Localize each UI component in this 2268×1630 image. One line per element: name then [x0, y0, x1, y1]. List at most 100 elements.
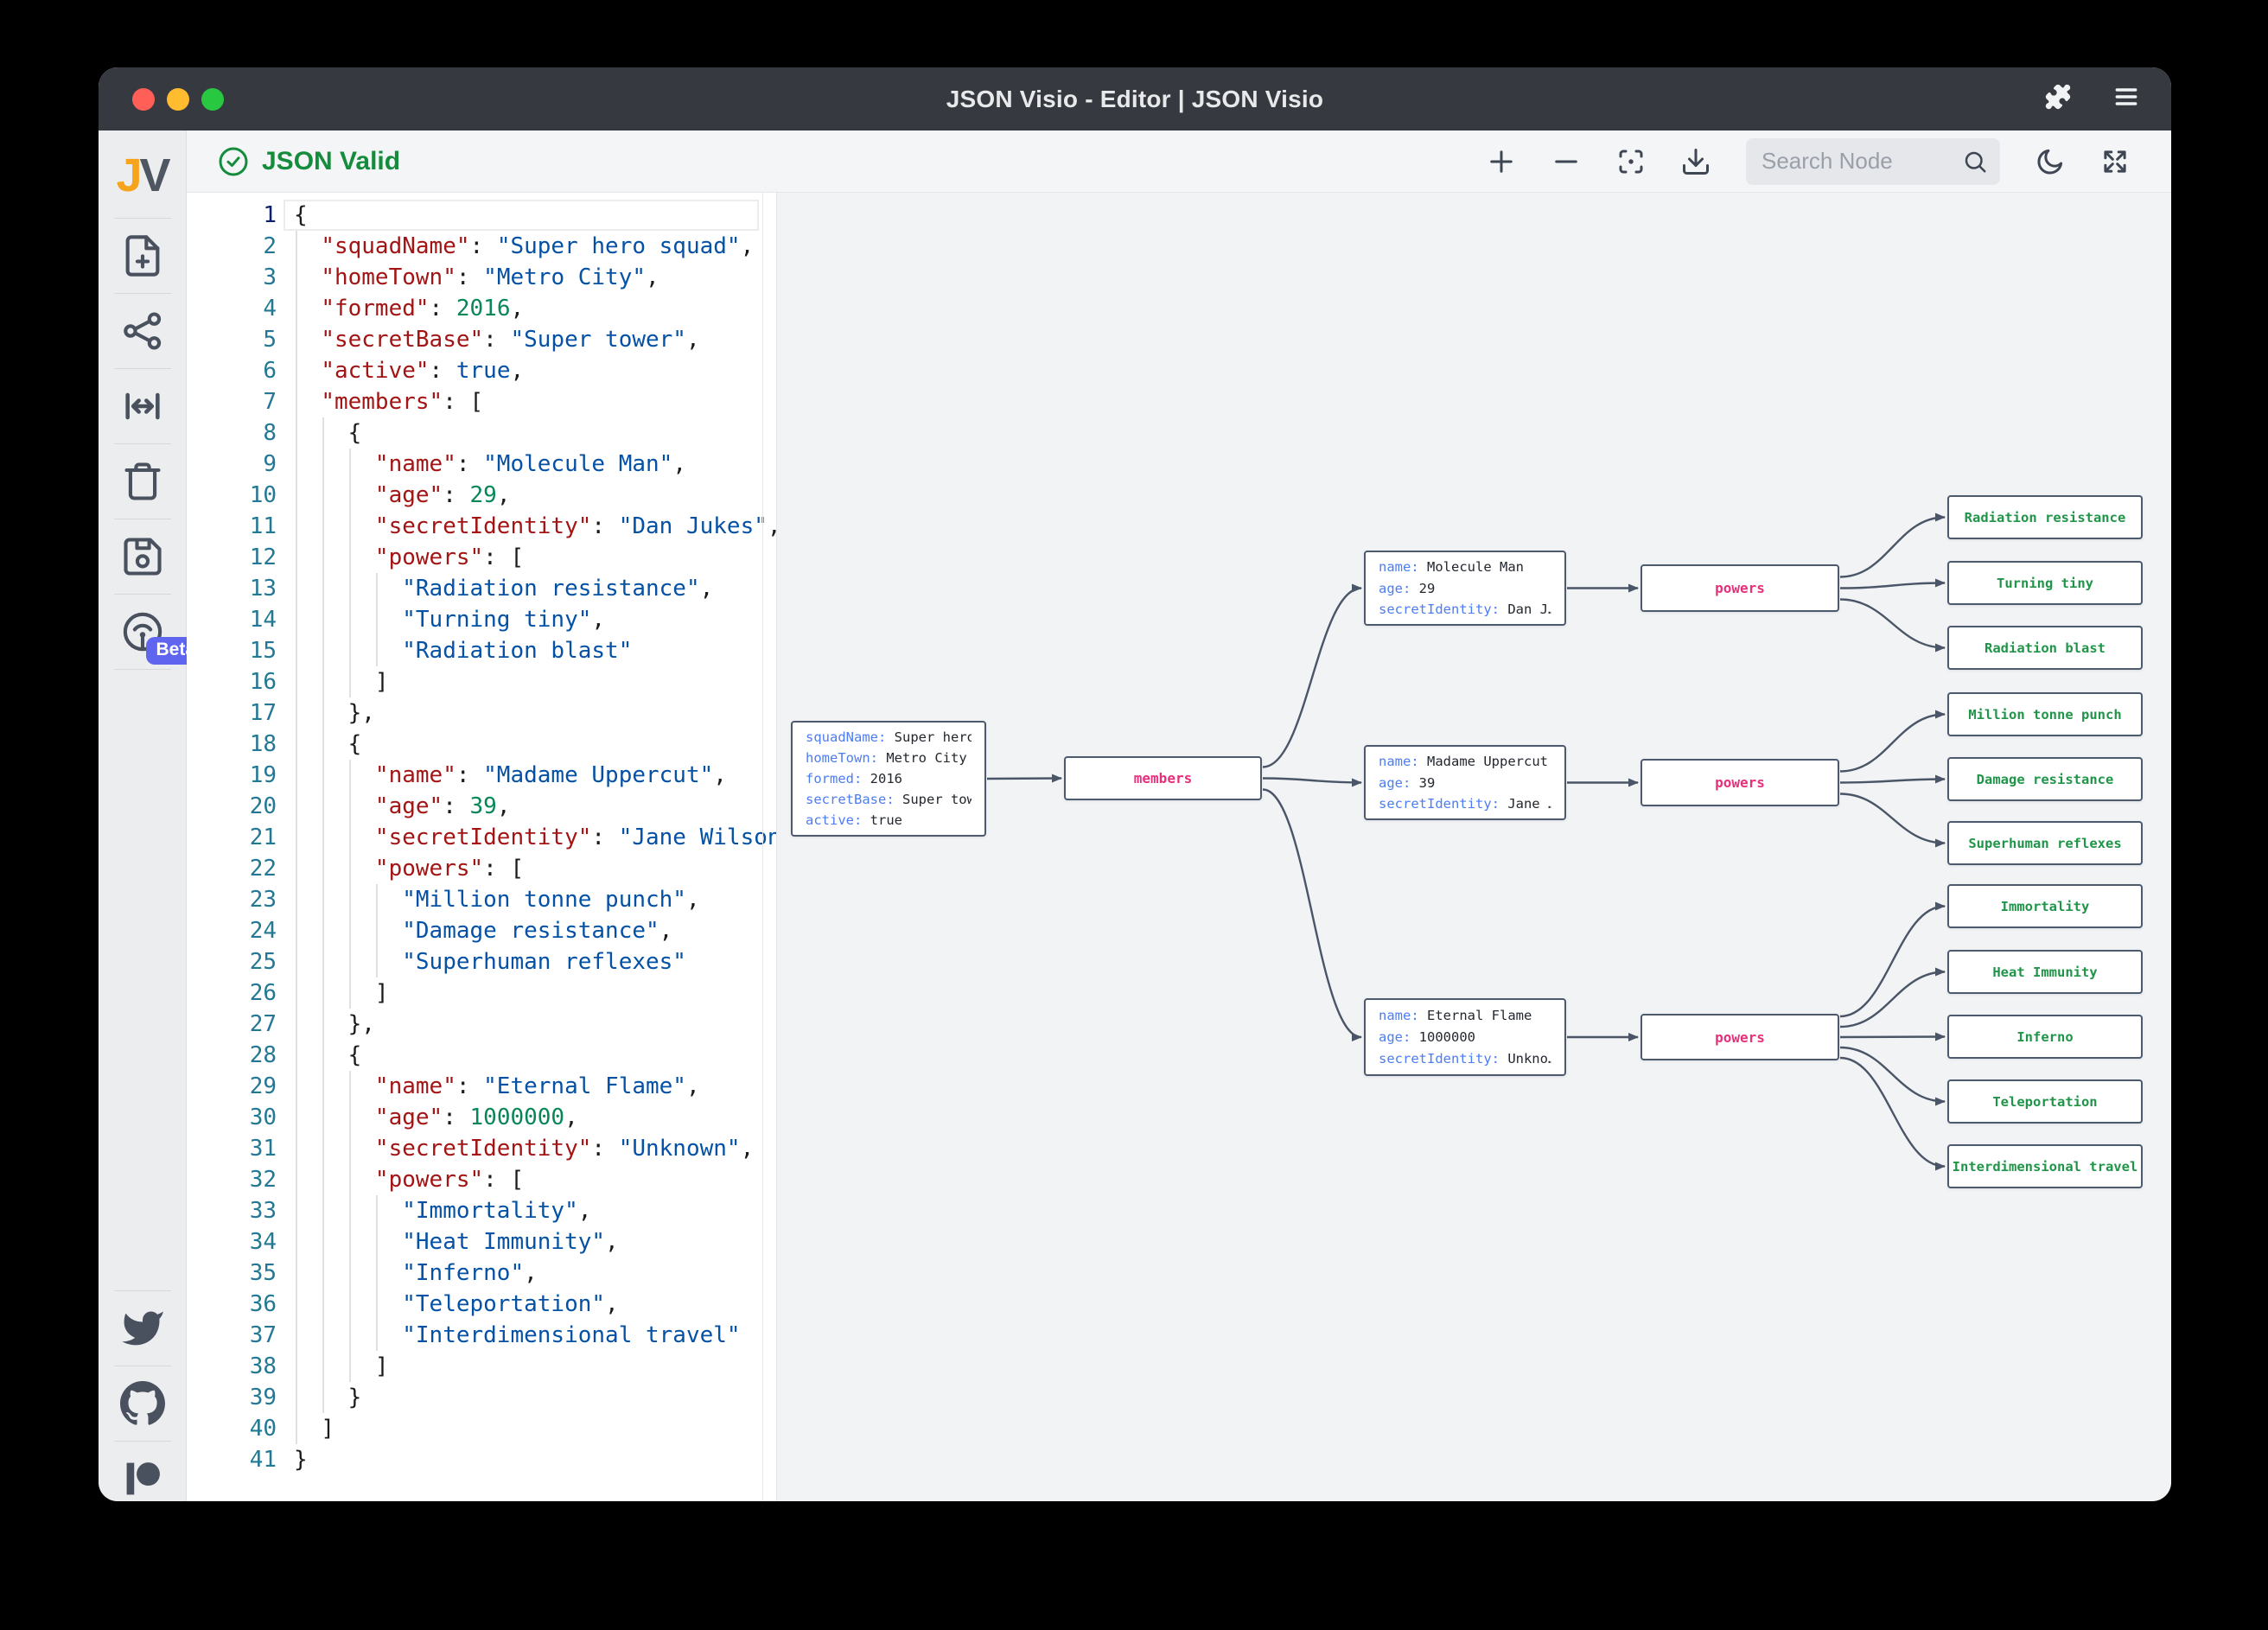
- code-line: 9 "name": "Molecule Man",: [187, 449, 776, 480]
- minimize-window-button[interactable]: [167, 87, 189, 111]
- maximize-window-button[interactable]: [201, 87, 224, 111]
- graph-node-l9[interactable]: Inferno: [1947, 1015, 2143, 1059]
- line-number: 17: [249, 700, 277, 726]
- graph-node-l5[interactable]: Damage resistance: [1947, 757, 2143, 801]
- close-window-button[interactable]: [132, 87, 155, 111]
- node-label: members: [1133, 770, 1193, 786]
- twitter-icon[interactable]: [120, 1306, 165, 1351]
- line-number: 19: [249, 762, 277, 788]
- zoom-in-button[interactable]: [1485, 145, 1518, 178]
- extension-puzzle-icon[interactable]: [2043, 82, 2073, 116]
- line-number: 12: [249, 544, 277, 570]
- code-line: 18 {: [187, 729, 776, 760]
- code-line: 6 "active": true,: [187, 355, 776, 386]
- patreon-icon[interactable]: [120, 1456, 165, 1501]
- code-line: 3 "homeTown": "Metro City",: [187, 262, 776, 293]
- code-line: 19 "name": "Madame Uppercut",: [187, 760, 776, 791]
- code-line: 26 ]: [187, 977, 776, 1009]
- graph-node-l10[interactable]: Teleportation: [1947, 1079, 2143, 1124]
- node-row: name: Madame Uppercut: [1379, 754, 1548, 770]
- graph-node-l7[interactable]: Immortality: [1947, 884, 2143, 928]
- graph-edge: [1839, 578, 1946, 589]
- graph-share-icon[interactable]: [120, 309, 165, 353]
- line-number: 10: [249, 482, 277, 508]
- graph-node-l2[interactable]: Turning tiny: [1947, 561, 2143, 605]
- node-row: homeTown: Metro City: [806, 750, 967, 766]
- graph-edge: [1262, 583, 1362, 768]
- github-icon[interactable]: [119, 1381, 165, 1426]
- graph-node-p3[interactable]: powers: [1640, 1014, 1839, 1060]
- divider: [113, 368, 171, 369]
- code-line: 23 "Million tonne punch",: [187, 884, 776, 915]
- graph-node-l6[interactable]: Superhuman reflexes: [1947, 821, 2143, 865]
- search-node-input[interactable]: [1762, 148, 1962, 175]
- graph-node-p1[interactable]: powers: [1640, 564, 1839, 612]
- line-number: 4: [263, 296, 277, 322]
- divider: [113, 218, 171, 219]
- graph-node-l1[interactable]: Radiation resistance: [1947, 495, 2143, 539]
- graph-node-p2[interactable]: powers: [1640, 759, 1839, 806]
- live-transform-beta-button[interactable]: Beta: [120, 609, 207, 665]
- graph-node-l8[interactable]: Heat Immunity: [1947, 950, 2143, 994]
- code-line: 32 "powers": [: [187, 1164, 776, 1195]
- divider: [113, 443, 171, 444]
- graph-node-root[interactable]: squadName: Super hero…homeTown: Metro Ci…: [791, 721, 986, 837]
- fullscreen-button[interactable]: [2099, 145, 2131, 178]
- zoom-out-button[interactable]: [1550, 145, 1583, 178]
- new-document-button[interactable]: [120, 233, 165, 278]
- graph-node-l3[interactable]: Radiation blast: [1947, 626, 2143, 670]
- graph-edge: [1839, 1046, 1946, 1106]
- graph-edge: [1839, 513, 1946, 578]
- center-focus-button[interactable]: [1615, 145, 1647, 178]
- graph-canvas[interactable]: squadName: Super hero…homeTown: Metro Ci…: [776, 193, 2171, 1501]
- graph-edge: [1839, 598, 1946, 653]
- node-row: age: 1000000: [1379, 1029, 1475, 1045]
- node-label: Superhuman reflexes: [1968, 835, 2122, 851]
- code-line: 2 "squadName": "Super hero squad",: [187, 231, 776, 262]
- code-line: 7 "members": [: [187, 386, 776, 417]
- download-button[interactable]: [1679, 145, 1712, 178]
- line-number: 18: [249, 731, 277, 757]
- line-number: 3: [263, 264, 277, 290]
- line-number: 37: [249, 1322, 277, 1348]
- code-line: 5 "secretBase": "Super tower",: [187, 324, 776, 355]
- graph-node-l4[interactable]: Million tonne punch: [1947, 692, 2143, 736]
- browser-menu-icon[interactable]: [2112, 83, 2140, 115]
- graph-node-l11[interactable]: Interdimensional travel: [1947, 1144, 2143, 1188]
- line-number: 34: [249, 1229, 277, 1255]
- save-button[interactable]: [120, 534, 165, 579]
- fit-width-button[interactable]: [120, 384, 165, 429]
- line-number: 20: [249, 793, 277, 819]
- editor-scrollbar[interactable]: [762, 193, 763, 1501]
- line-number: 8: [263, 420, 277, 446]
- line-number: 32: [249, 1167, 277, 1193]
- line-number: 2: [263, 233, 277, 259]
- line-number: 15: [249, 638, 277, 664]
- code-line: 37 "Interdimensional travel": [187, 1320, 776, 1351]
- graph-edge: [1839, 1056, 1946, 1171]
- search-node-box: [1746, 137, 2000, 185]
- fullscreen-arrows-icon: [2104, 150, 2126, 173]
- node-label: Teleportation: [1992, 1093, 2098, 1110]
- moon-icon: [2037, 149, 2063, 174]
- line-number: 27: [249, 1011, 277, 1037]
- node-label: Turning tiny: [1997, 575, 2093, 591]
- code-line: 40 ]: [187, 1413, 776, 1444]
- node-row: name: Molecule Man: [1379, 559, 1524, 576]
- json-editor[interactable]: 1{2 "squadName": "Super hero squad",3 "h…: [187, 193, 776, 1501]
- node-row: secretIdentity: Unkno…: [1379, 1051, 1551, 1067]
- window-title: JSON Visio - Editor | JSON Visio: [946, 85, 1324, 112]
- delete-trash-button[interactable]: [120, 459, 165, 504]
- graph-node-members[interactable]: members: [1064, 756, 1262, 800]
- search-icon[interactable]: [1962, 149, 1988, 175]
- code-line: 35 "Inferno",: [187, 1258, 776, 1289]
- code-line: 12 "powers": [: [187, 542, 776, 573]
- line-number: 36: [249, 1291, 277, 1317]
- line-number: 23: [249, 887, 277, 913]
- dark-mode-toggle[interactable]: [2034, 145, 2067, 178]
- line-number: 25: [249, 949, 277, 975]
